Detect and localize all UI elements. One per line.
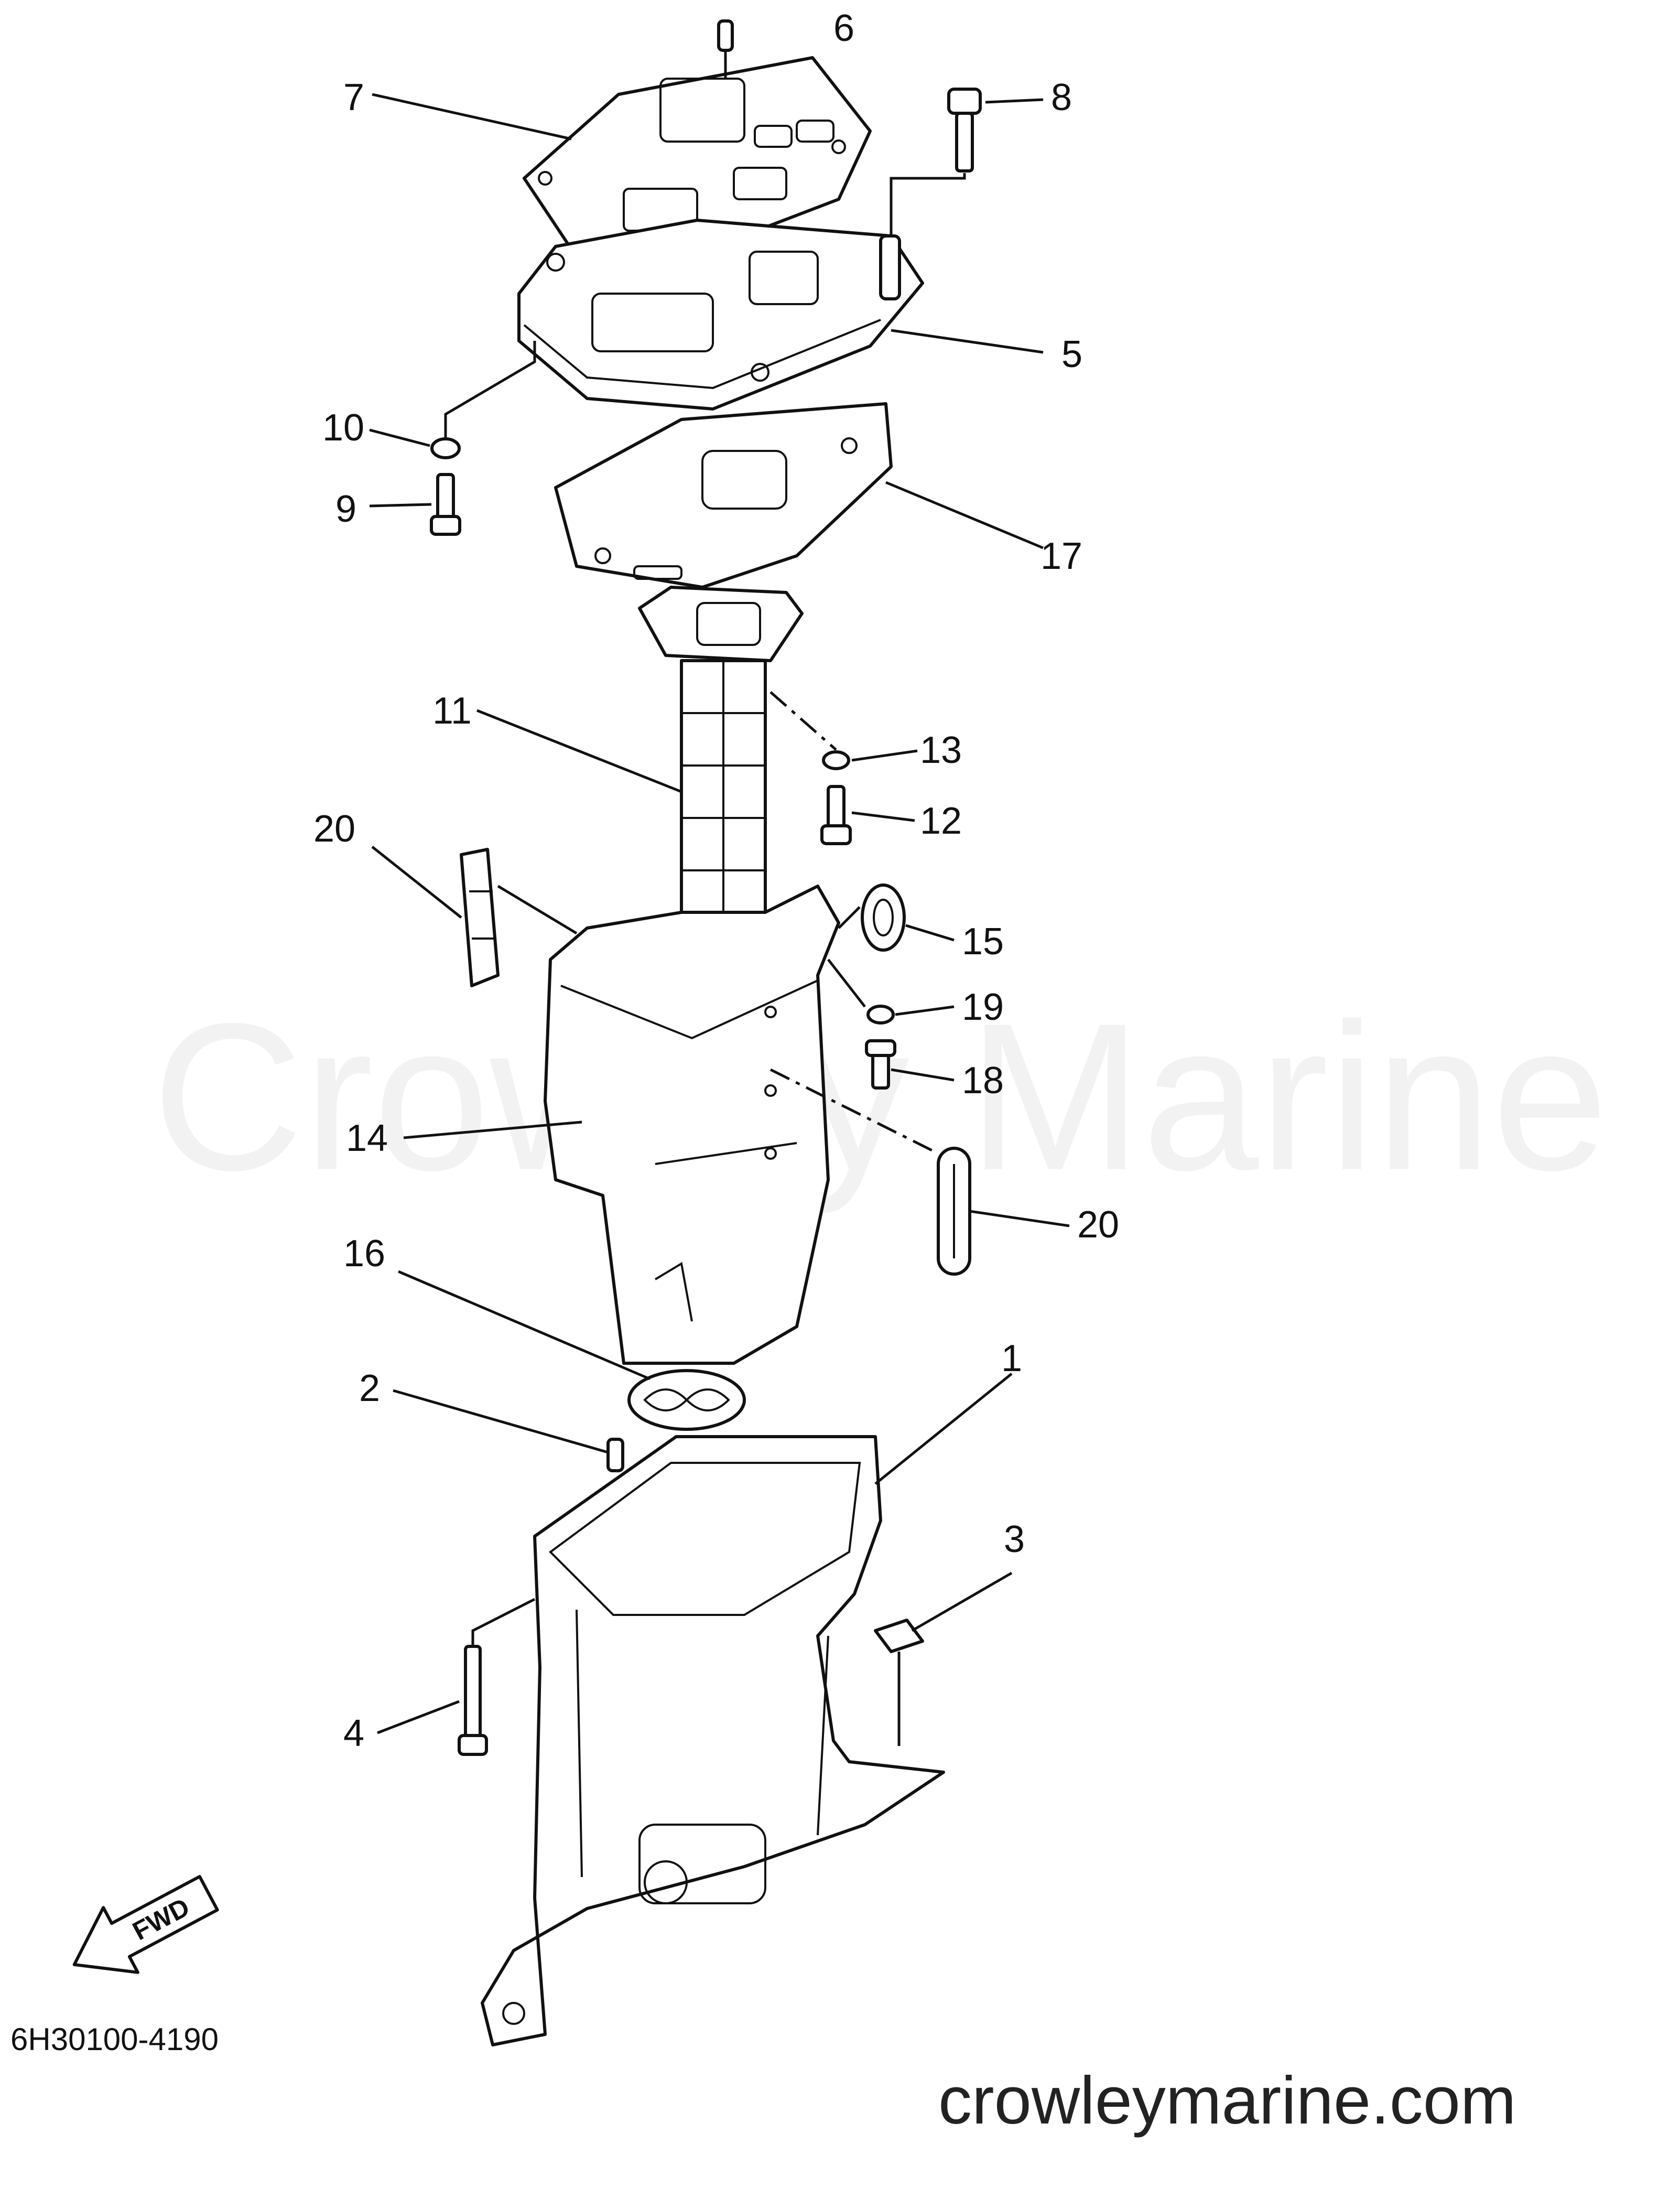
leader-3	[911, 1571, 1013, 1632]
leader-10-guide	[444, 341, 536, 438]
part-8-flange-bolt	[947, 88, 982, 173]
callout-numbers: 6 7 8 5 10 9 17 11 13 12 20 15 19 18 14 …	[313, 7, 1119, 1754]
part-2-dowel-pin	[606, 1438, 624, 1472]
leader-8-guide	[890, 173, 966, 236]
callout-1: 1	[1001, 1338, 1022, 1379]
leader-11	[476, 709, 682, 793]
leader-4-guide	[471, 1598, 536, 1646]
leader-10	[369, 428, 430, 447]
part-16-seal	[627, 1369, 746, 1431]
callout-20b: 20	[1077, 1204, 1119, 1246]
leader-13-dash	[769, 691, 837, 751]
diagram-code: 6H30100-4190	[10, 2022, 219, 2057]
leader-12	[851, 811, 915, 822]
part-20-left-cover	[460, 848, 500, 987]
leader-5	[891, 329, 1044, 354]
callout-17: 17	[1040, 535, 1082, 577]
leader-14	[403, 1120, 582, 1139]
leader-19-guide	[827, 958, 866, 1008]
leader-7	[372, 93, 572, 141]
callout-14: 14	[346, 1117, 388, 1159]
leader-8	[985, 98, 1044, 104]
leader-18	[891, 1068, 955, 1082]
part-6-dowel-pin	[717, 19, 734, 52]
callout-15: 15	[962, 921, 1004, 963]
callout-2: 2	[359, 1367, 380, 1409]
fwd-arrow: FWD	[72, 1875, 219, 1974]
part-14-upper-casing	[544, 885, 840, 1365]
part-10-washer	[430, 437, 461, 459]
part-19-washer	[866, 1005, 895, 1025]
leader-13	[851, 749, 918, 762]
callout-18: 18	[962, 1060, 1004, 1102]
callout-20a: 20	[313, 808, 355, 850]
callout-8: 8	[1051, 77, 1072, 118]
callout-11: 11	[432, 690, 472, 732]
part-18-bolt	[865, 1039, 896, 1090]
callout-16: 16	[343, 1233, 385, 1275]
callout-9: 9	[335, 488, 356, 530]
part-20-right-cover	[937, 1147, 971, 1276]
leader-15-guide	[838, 906, 861, 929]
leader-15	[905, 924, 955, 942]
leader-19	[895, 1005, 955, 1016]
callout-5: 5	[1061, 333, 1082, 375]
leader-20a	[371, 846, 462, 919]
part-12-bolt	[820, 785, 852, 845]
leader-16	[398, 1270, 651, 1381]
part-3-anode	[874, 1619, 924, 1653]
part-13-washer	[822, 750, 850, 770]
part-17-lower-gasket	[554, 402, 893, 589]
callout-19: 19	[962, 986, 1004, 1028]
callout-6: 6	[833, 7, 854, 49]
leader-20b-dash	[769, 1068, 939, 1155]
leader-20a-guide	[497, 885, 578, 935]
leader-4	[377, 1700, 460, 1734]
part-5-exhaust-guide	[517, 219, 924, 411]
website-url: crowleymarine.com	[938, 2063, 1516, 2138]
part-11-exhaust-pipe	[638, 586, 804, 935]
callout-3: 3	[1004, 1518, 1025, 1560]
callout-4: 4	[343, 1712, 364, 1754]
leader-1	[874, 1373, 1013, 1485]
part-9-bolt	[430, 473, 461, 536]
callout-7: 7	[343, 77, 364, 118]
leader-lines	[369, 50, 1070, 1746]
callout-13: 13	[920, 729, 962, 771]
leader-2	[393, 1389, 609, 1454]
callout-10: 10	[322, 407, 364, 449]
callout-12: 12	[920, 800, 962, 842]
leader-20b	[969, 1210, 1070, 1227]
part-1-drive-shaft-housing	[481, 1435, 945, 2046]
leader-9	[369, 503, 432, 508]
part-4-bolt	[458, 1645, 488, 1756]
leader-17	[885, 481, 1044, 549]
part-15-grommet	[861, 883, 906, 952]
